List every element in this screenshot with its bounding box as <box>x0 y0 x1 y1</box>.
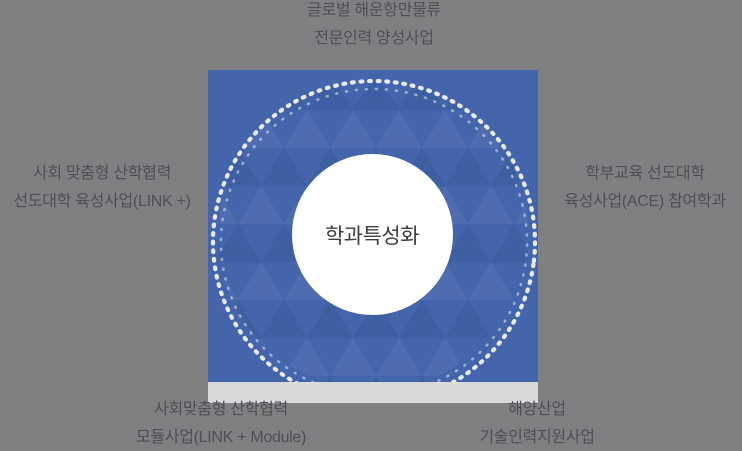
label-right-line1: 학부교육 선도대학 <box>585 165 705 182</box>
label-left-line1: 사회 맞춤형 산학협력 <box>32 165 172 182</box>
label-left-line2: 선도대학 육성사업(LINK +) <box>13 193 191 210</box>
label-top: 글로벌 해운항만물류 전문인력 양성사업 <box>307 0 441 53</box>
label-bottom-left-line1: 사회맞춤형 산학협력 <box>154 401 288 418</box>
specialization-panel: 학과특성화 <box>208 70 538 382</box>
label-bottom-right-line2: 기술인력지원사업 <box>479 429 595 446</box>
label-bottom-right-line1: 해양산업 <box>508 401 566 418</box>
label-top-line1: 글로벌 해운항만물류 <box>307 2 441 19</box>
label-right-line2: 육성사업(ACE) 참여학과 <box>564 193 726 210</box>
panel-footer-bar <box>208 382 538 403</box>
label-right: 학부교육 선도대학 육성사업(ACE) 참여학과 <box>564 160 726 216</box>
label-bottom-left-line2: 모듈사업(LINK + Module) <box>135 429 307 446</box>
label-left: 사회 맞춤형 산학협력 선도대학 육성사업(LINK +) <box>13 160 190 216</box>
label-bottom-right: 해양산업 기술인력지원사업 <box>479 396 595 451</box>
dotted-circle-decoration <box>210 78 538 382</box>
label-top-line2: 전문인력 양성사업 <box>314 30 434 47</box>
center-circle <box>292 154 453 315</box>
label-bottom-left: 사회맞춤형 산학협력 모듈사업(LINK + Module) <box>136 396 306 451</box>
panel-decoration <box>210 78 538 382</box>
center-label: 학과특성화 <box>324 225 420 248</box>
